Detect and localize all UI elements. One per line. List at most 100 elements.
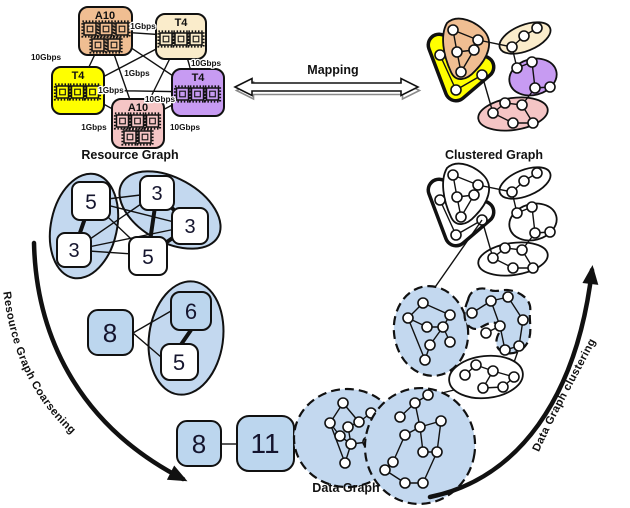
graph-node: [424, 339, 436, 351]
level3-edges-thin: [132, 310, 172, 358]
graph-node: [417, 297, 429, 309]
gpu-chip-icon: [172, 30, 190, 48]
edge-label: 1Gbps: [124, 69, 150, 78]
coarsen-level4: 8 11: [176, 415, 295, 472]
graph-node: [459, 369, 471, 381]
level2-edges-bold: [72, 191, 192, 257]
coarse-node-value: 5: [173, 350, 185, 375]
data-cluster-nodes: [402, 297, 456, 366]
gpu-chip-icon: [128, 112, 147, 130]
resource-node-t4-left: T4: [51, 66, 105, 115]
graph-node: [399, 477, 411, 489]
data-cluster-edges: [407, 302, 451, 361]
data-graph-title: Data Graph: [312, 481, 379, 495]
gpu-type-label: T4: [175, 17, 189, 29]
edge-label: 10Gbps: [191, 59, 221, 68]
graph-node: [487, 365, 499, 377]
gpu-chip-icon: [68, 83, 87, 101]
graph-node: [342, 421, 354, 433]
gpu-chip-icon: [81, 20, 99, 38]
graph-node: [324, 417, 336, 429]
graph-node: [502, 291, 514, 303]
graph-node: [499, 344, 511, 356]
gpu-chip-icon: [105, 36, 123, 54]
resource-node-t4-right: T4: [171, 68, 225, 117]
gpu-chip-icon: [97, 20, 115, 38]
coarsen-level2: 5 3 3 3 5: [48, 170, 222, 280]
graph-node: [444, 309, 456, 321]
graph-node: [494, 320, 506, 332]
data-cluster-nodes: [459, 359, 520, 394]
coarse-node-value: 3: [184, 216, 195, 238]
gpu-type-label: A10: [128, 102, 148, 114]
resource-graph: A10 T4 T4 T4 A10 1Gbps 10G: [30, 6, 225, 162]
coarse-node-value: 5: [85, 191, 97, 214]
graph-node: [485, 295, 497, 307]
graph-node: [437, 321, 449, 333]
coarse-node-value: 3: [151, 183, 162, 205]
coarse-node-value: 8: [192, 429, 206, 459]
coarse-node: [139, 175, 175, 211]
graph-node: [345, 438, 357, 450]
graph-node: [417, 477, 429, 489]
graph-node: [353, 416, 365, 428]
gpu-chip-icon: [113, 20, 131, 38]
graph-node: [466, 307, 478, 319]
coarse-node: [170, 291, 212, 331]
coarse-node: [87, 309, 134, 356]
graph-node: [379, 464, 391, 476]
resource-node-a10-top: A10: [78, 6, 133, 56]
graph-node: [399, 429, 411, 441]
graph-node: [517, 314, 529, 326]
data-cluster-edges: [471, 296, 524, 351]
level2-edges-thin: [73, 192, 191, 256]
graph-node: [387, 456, 399, 468]
gpu-chip-icon: [53, 83, 72, 101]
resource-node-t4-topright: T4: [155, 13, 207, 60]
coarse-node-value: 8: [103, 318, 117, 348]
graph-node: [470, 359, 482, 371]
graph-node: [435, 415, 447, 427]
data-cluster-nodes: [379, 389, 447, 489]
resource-graph-title: Resource Graph: [81, 148, 178, 162]
coarse-node: [71, 181, 111, 221]
gpu-chip-icon: [143, 112, 162, 130]
mapping-section: Mapping: [233, 63, 422, 101]
gpu-chip-icon: [188, 85, 207, 103]
gpu-type-label: A10: [95, 10, 115, 22]
coarse-node: [160, 343, 199, 381]
data-graph: Data Graph: [292, 219, 532, 506]
coarsening-arrow-label: Resource Graph Coarsening: [0, 291, 78, 437]
graph-node: [339, 457, 351, 469]
gpu-chip-icon: [187, 30, 205, 48]
graph-node: [414, 421, 426, 433]
gpu-type-label: T4: [72, 70, 86, 82]
data-cluster-edges: [329, 402, 372, 464]
coarse-node: [176, 420, 222, 467]
graph-node: [334, 430, 346, 442]
graph-node: [421, 321, 433, 333]
graph-node: [508, 371, 520, 383]
gpu-type-label: T4: [192, 72, 206, 84]
clustered-graph-uncolored: [435, 161, 561, 280]
data-cluster-nodes: [466, 291, 529, 356]
edge-label: 10Gbps: [145, 95, 175, 104]
graph-node: [419, 354, 431, 366]
graph-node: [394, 411, 406, 423]
graph-node: [337, 397, 349, 409]
edge-label: 1Gbps: [98, 86, 124, 95]
coarse-node: [56, 232, 92, 268]
graph-node: [497, 381, 509, 393]
gpu-chip-icon: [203, 85, 222, 103]
graph-node: [431, 446, 443, 458]
coarse-node-value: 11: [250, 428, 279, 459]
clustering-arrow-label: Data Graph clustering: [531, 337, 599, 454]
coarse-node-value: 5: [142, 246, 154, 269]
data-cluster-edges: [464, 364, 515, 389]
gpu-chip-icon: [173, 85, 192, 103]
resource-edges: [77, 30, 198, 124]
graph-node: [444, 336, 456, 348]
edge-label: 10Gbps: [170, 123, 200, 132]
